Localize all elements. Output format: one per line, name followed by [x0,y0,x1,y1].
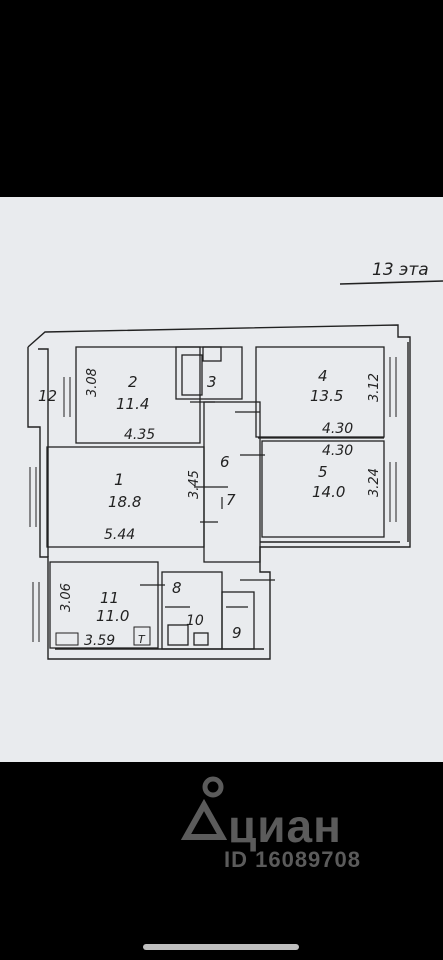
dim-room5-width: 4.30 [322,443,353,459]
room-5-number: 5 [318,463,328,481]
room-9-number: 9 [232,624,242,642]
stove-icon [55,632,79,646]
dim-room2-side: 3.08 [85,368,100,397]
dim-room5-side: 3.24 [367,468,382,497]
room-6-number: 6 [220,453,230,471]
room-10-number: 10 [186,613,204,629]
room11-fixture-label: T [138,633,146,646]
room-7-number: 7 [226,491,236,509]
dim-room2-width: 4.35 [124,427,155,443]
floor-plan: 13 эта [0,197,443,762]
room-walls [46,346,385,650]
cian-watermark: циан ID 16089708 [180,775,420,875]
outer-walls [27,324,411,660]
cian-brand: циан [228,800,342,852]
room-1-area: 18.8 [108,493,141,511]
room-4-number: 4 [318,367,328,385]
room-11-number: 11 [100,589,119,607]
room-1-number: 1 [114,470,124,489]
dim-room11-width: 3.59 [84,633,115,649]
room-8-number: 8 [172,579,182,597]
floor-label-underline [339,280,443,285]
dim-room4-side: 3.12 [367,373,382,402]
room-11-area: 11.0 [96,607,129,625]
dim-room11-side: 3.06 [59,583,74,612]
door-marks [140,401,275,608]
room-5-area: 14.0 [312,483,345,501]
dim-room1-width: 5.44 [104,527,135,543]
room-3-number: 3 [207,373,217,391]
room-2-area: 11.4 [116,395,149,413]
dim-room4-width: 4.30 [322,421,353,437]
room-4-area: 13.5 [310,387,343,405]
dim-room1-side: 3.45 [187,470,202,499]
fixture-box-icon [133,626,151,646]
room-12-number: 12 [38,387,57,405]
room-2-number: 2 [128,373,138,391]
floor-plan-drawing: 13 эта [27,260,443,660]
windows [29,357,397,642]
location-pin-icon [180,776,228,840]
floor-label: 13 эта [372,260,429,280]
listing-id: ID 16089708 [224,847,361,872]
home-indicator[interactable] [143,944,299,950]
